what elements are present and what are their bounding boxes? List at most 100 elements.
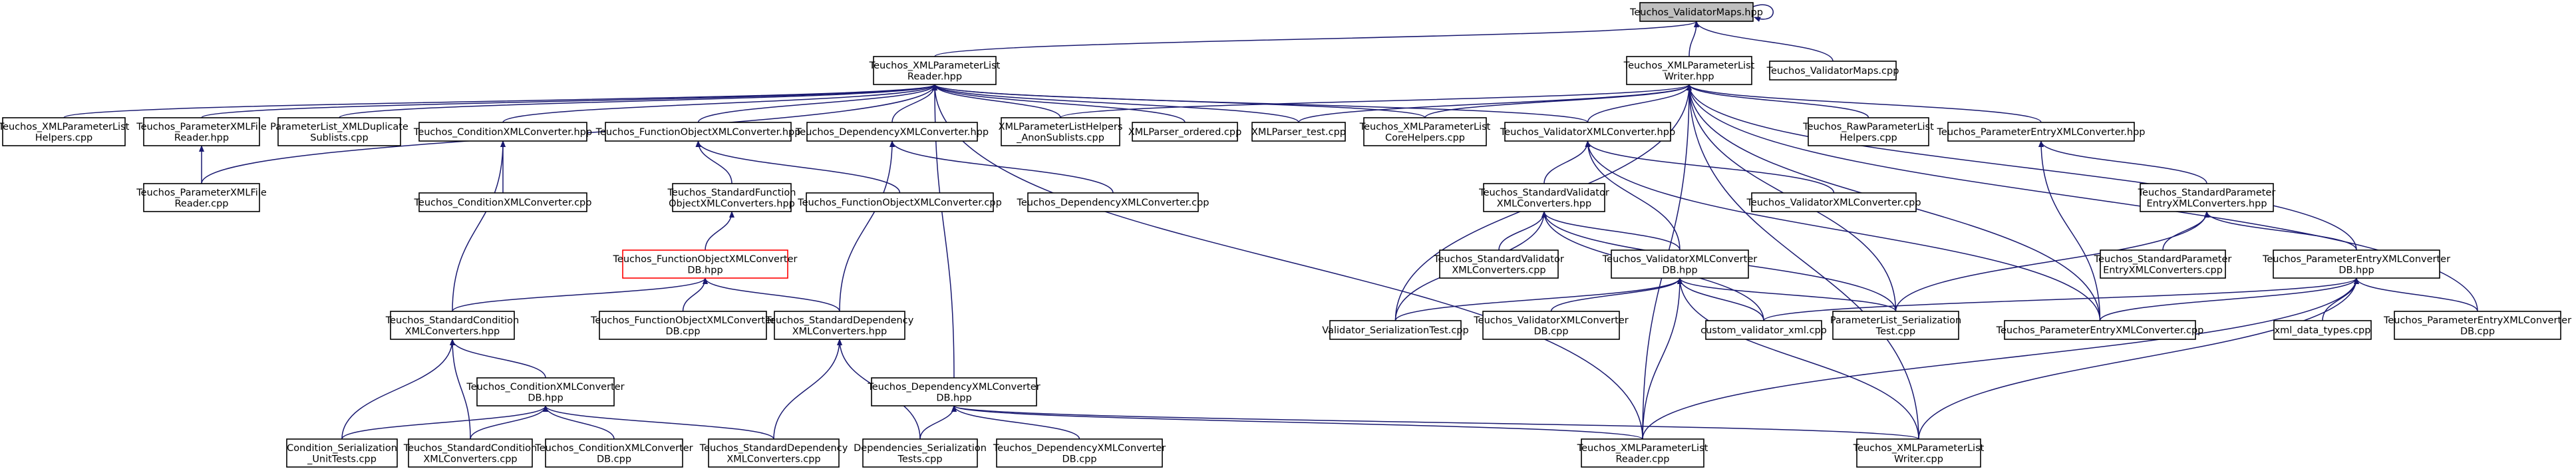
node-box	[1705, 320, 1822, 340]
node-condxmlcpp[interactable]: Teuchos_ConditionXMLConverter.cpp	[414, 192, 592, 212]
node-box	[1626, 56, 1752, 85]
node-svalhpp[interactable]: Teuchos_StandardValidatorXMLConverters.h…	[1478, 183, 1609, 212]
node-sdephpp[interactable]: Teuchos_StandardDependencyXMLConverters.…	[765, 311, 914, 340]
node-depxmlhpp[interactable]: Teuchos_DependencyXMLConverter.hpp	[795, 122, 989, 142]
node-label-line: Teuchos_FunctionObjectXMLConverter.cpp	[797, 198, 1002, 208]
node-box	[2273, 249, 2440, 279]
dependency-edge-scondcpp-to-conddbhpp	[470, 405, 548, 440]
node-plsertest[interactable]: ParameterList_SerializationTest.cpp	[1830, 311, 1961, 340]
node-vmcpp[interactable]: Teuchos_ValidatorMaps.cpp	[1766, 61, 1899, 80]
dependency-edge-plwritercpp-to-plwriter	[1687, 84, 1919, 440]
node-label-line: Teuchos_StandardParameter	[2138, 188, 2276, 198]
dependency-edge-xmlparsertest-to-plwriter	[1298, 84, 1692, 123]
dependency-edge-corehelpers-to-plwriter	[1424, 84, 1692, 118]
node-label-line: Teuchos_ParameterEntryXMLConverter	[2383, 315, 2571, 326]
node-valxmlcpp[interactable]: Teuchos_ValidatorXMLConverter.cpp	[1746, 192, 1921, 212]
dependency-edge-peconvhpp-to-plwriter	[1687, 84, 2042, 123]
node-label-line: Test.cpp	[1875, 326, 1916, 337]
edge-layer	[63, 4, 2478, 440]
node-label-line: XMLParser_ordered.cpp	[1128, 127, 1242, 138]
dependency-edge-plreader-to-root	[934, 21, 1699, 57]
node-peconvhpp[interactable]: Teuchos_ParameterEntryXMLConverter.hpp	[1937, 122, 2146, 142]
node-valsertest[interactable]: Validator_SerializationTest.cpp	[1322, 320, 1469, 340]
node-xmlparsertest[interactable]: XMLParser_test.cpp	[1251, 122, 1346, 142]
dependency-edge-plreadercpp-to-valdbhpp	[1642, 277, 1683, 440]
dependency-edge-funcdbhpp-to-sfobjhpp	[705, 211, 734, 251]
dependency-edge-pxmlfilehpp-to-plreader	[201, 84, 937, 118]
node-speconvcpp[interactable]: Teuchos_StandardParameterEntryXMLConvert…	[2094, 249, 2232, 279]
dependency-edge-speconvcpp-to-speconvhpp	[2162, 211, 2209, 251]
node-sfobjhpp[interactable]: Teuchos_StandardFunctionObjectXMLConvert…	[667, 183, 796, 212]
node-box	[143, 117, 260, 146]
node-scondcpp[interactable]: Teuchos_StandardConditionXMLConverters.c…	[403, 438, 538, 468]
node-label-line: Teuchos_StandardCondition	[385, 315, 520, 326]
node-customval[interactable]: custom_validator_xml.cpp	[1700, 320, 1827, 340]
node-svalcpp[interactable]: Teuchos_StandardValidatorXMLConverters.c…	[1433, 249, 1564, 279]
node-label-line: XMLConverters.cpp	[1452, 265, 1545, 275]
node-label-line: XMLConverters.cpp	[423, 454, 517, 464]
node-box	[1856, 438, 1981, 468]
node-label-line: Teuchos_ParameterEntryXMLConverter	[2262, 254, 2450, 265]
node-condsertests[interactable]: Condition_Serialization_UnitTests.cpp	[286, 438, 398, 468]
dependency-edge-dupsub-to-plreader	[339, 84, 937, 118]
dependency-edge-helperscpp-to-plreader	[63, 84, 937, 118]
node-depxmlcpp[interactable]: Teuchos_DependencyXMLConverter.cpp	[1016, 192, 1209, 212]
node-helperscpp[interactable]: Teuchos_XMLParameterListHelpers.cpp	[0, 117, 130, 146]
node-xmldatatypes[interactable]: xml_data_types.cpp	[2273, 320, 2372, 340]
node-scondhpp[interactable]: Teuchos_StandardConditionXMLConverters.h…	[385, 311, 520, 340]
node-box	[1639, 2, 1754, 22]
node-box	[1482, 311, 1620, 340]
dependency-edge-speconvhpp-to-peconvhpp	[2038, 140, 2207, 184]
node-sdepcpp[interactable]: Teuchos_StandardDependencyXMLConverters.…	[699, 438, 848, 468]
node-speconvhpp[interactable]: Teuchos_StandardParameterEntryXMLConvert…	[2138, 183, 2276, 212]
dependency-edge-plsertest-to-valdbhpp	[1677, 277, 1897, 312]
node-label-line: Helpers.cpp	[35, 132, 92, 143]
node-box	[390, 311, 515, 340]
node-peconvcpp[interactable]: Teuchos_ParameterEntryXMLConverter.cpp	[1996, 320, 2204, 340]
node-anonsub[interactable]: XMLParameterListHelpers_AnonSublists.cpp	[999, 117, 1123, 146]
node-label-line: DB.cpp	[1533, 326, 1568, 337]
node-label-line: ParameterList_XMLDuplicate	[270, 122, 408, 132]
dependency-edge-valxmlcpp-to-valxmlhpp	[1585, 140, 1835, 194]
node-condxmlhpp[interactable]: Teuchos_ConditionXMLConverter.hpp	[413, 122, 592, 142]
node-label-line: DB.hpp	[687, 265, 723, 275]
node-funcxmlhpp[interactable]: Teuchos_FunctionObjectXMLConverter.hpp	[595, 122, 801, 142]
node-funcxmlcpp[interactable]: Teuchos_FunctionObjectXMLConverter.cpp	[797, 192, 1002, 212]
node-label-line: Teuchos_ParameterEntryXMLConverter.cpp	[1996, 325, 2204, 336]
node-label-line: Teuchos_ParameterXMLFile	[136, 122, 267, 132]
node-label-line: Teuchos_XMLParameterList	[0, 122, 130, 132]
dependency-edge-customval-to-valdbhpp	[1677, 277, 1764, 321]
node-xmlparserord[interactable]: XMLParser_ordered.cpp	[1128, 122, 1242, 142]
dependency-edge-xmlparsertest-to-plreader	[932, 84, 1299, 123]
node-box	[1808, 117, 1929, 146]
node-valxmlhpp[interactable]: Teuchos_ValidatorXMLConverter.hpp	[1500, 122, 1675, 142]
node-label-line: Teuchos_ConditionXMLConverter.cpp	[414, 198, 592, 208]
dependency-edge-anonsub-to-plreader	[932, 84, 1061, 118]
node-label-line: ObjectXMLConverters.hpp	[669, 198, 795, 209]
node-label-line: Reader.hpp	[907, 71, 962, 82]
node-label-line: Teuchos_ValidatorMaps.hpp	[1629, 7, 1763, 18]
node-root[interactable]: Teuchos_ValidatorMaps.hpp	[1629, 2, 1763, 22]
node-box	[277, 117, 401, 146]
node-label-line: Teuchos_StandardCondition	[403, 443, 538, 454]
